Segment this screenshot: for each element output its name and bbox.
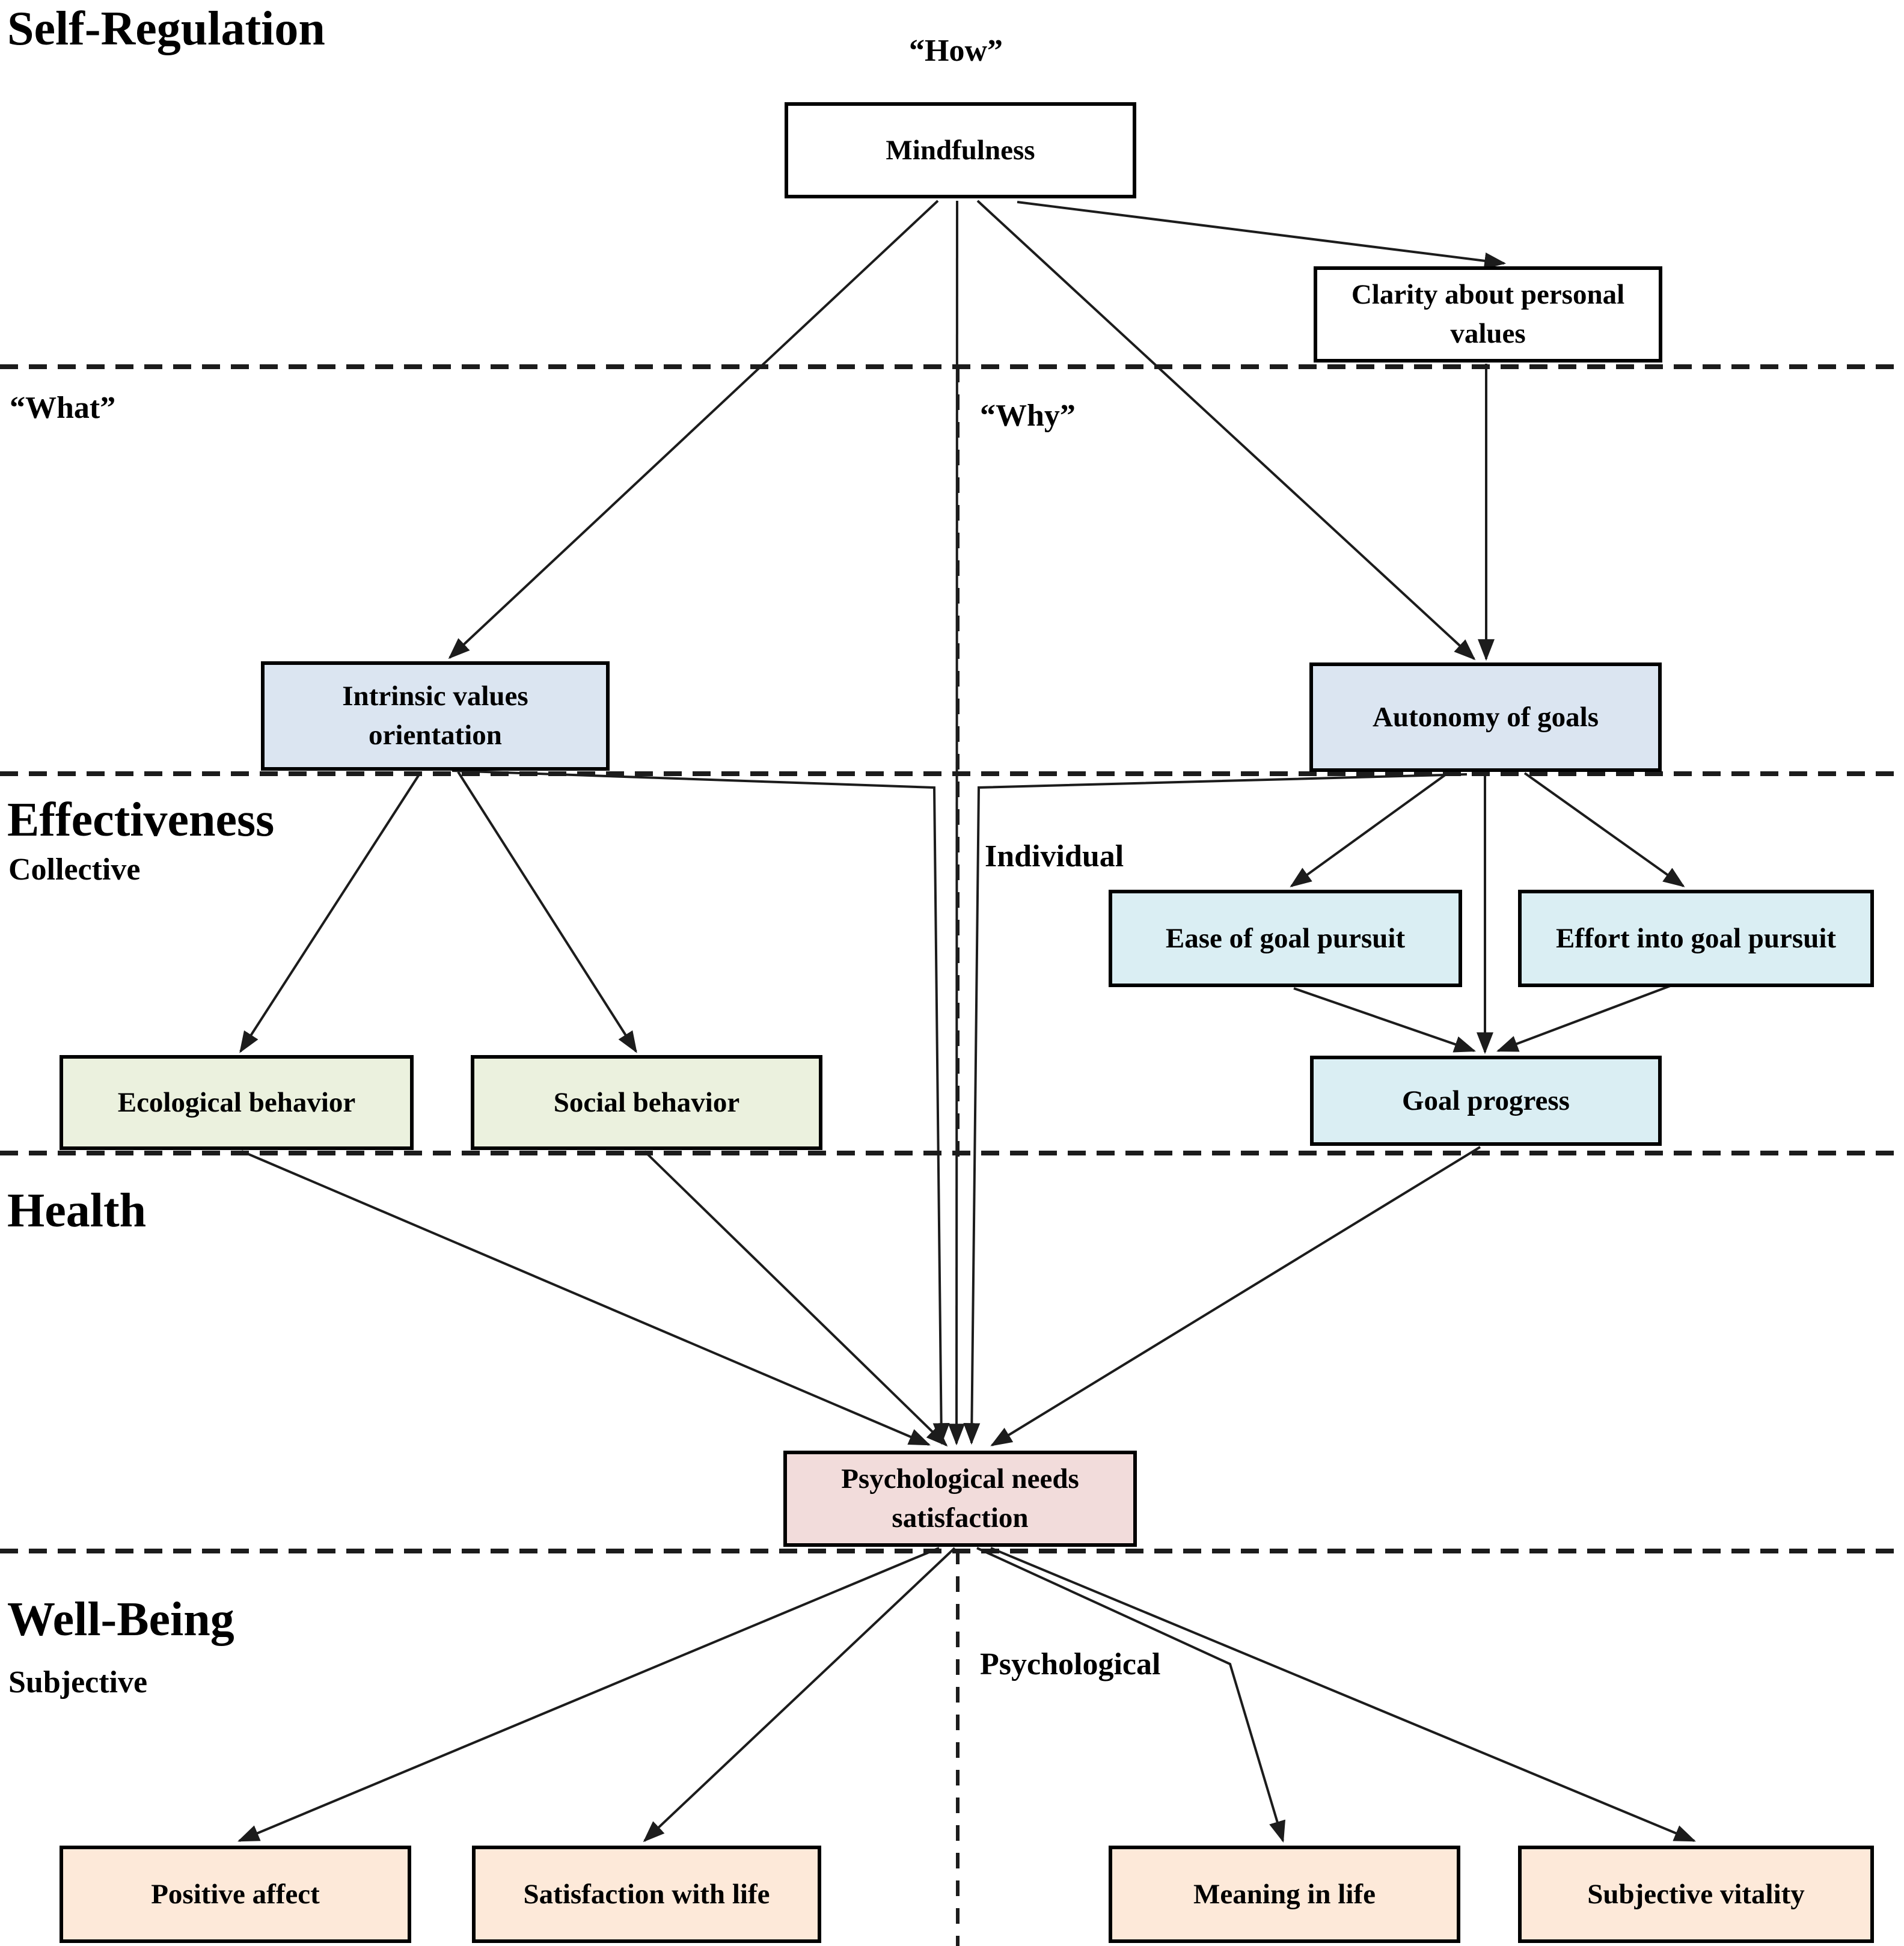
edge-goal-progress-to-psych-needs [990, 1146, 1481, 1446]
node-positive: Positive affect [60, 1846, 411, 1943]
node-meaning: Meaning in life [1109, 1846, 1460, 1943]
edge-arrows [237, 200, 1696, 1843]
edge-psych-needs-to-satisfaction [643, 1547, 956, 1843]
edge-intrinsic-to-social [457, 771, 637, 1053]
node-mindfulness: Mindfulness [785, 102, 1136, 198]
edge-mindfulness-to-clarity [1017, 201, 1507, 269]
node-effort: Effort into goal pursuit [1518, 890, 1874, 987]
node-label-positive: Positive affect [151, 1878, 320, 1910]
node-label-social: Social behavior [553, 1086, 740, 1118]
section-label-self-regulation: Self-Regulation [7, 2, 325, 55]
node-label-effort: Effort into goal pursuit [1555, 922, 1837, 954]
sub-label-why: “Why” [980, 399, 1076, 433]
node-psych-needs: Psychological needs satisfaction [783, 1451, 1137, 1547]
section-dividers [0, 364, 1904, 1946]
section-label-well-being: Well-Being [7, 1593, 234, 1646]
edge-effort-to-goal-progress [1496, 981, 1680, 1052]
node-vitality: Subjective vitality [1518, 1846, 1874, 1943]
edge-autonomy-to-effort [1523, 772, 1685, 887]
node-label-meaning: Meaning in life [1193, 1878, 1376, 1910]
sub-label-how: “How” [909, 34, 1003, 68]
section-label-effectiveness: Effectiveness [7, 794, 275, 846]
node-satisfaction: Satisfaction with life [472, 1846, 821, 1943]
node-label-vitality: Subjective vitality [1587, 1878, 1805, 1910]
edge-ecological-to-psych-needs [241, 1150, 931, 1446]
edge-psych-needs-to-meaning [976, 1547, 1286, 1843]
edge-psych-needs-to-vitality [990, 1547, 1696, 1842]
sub-label-subjective: Subjective [8, 1665, 148, 1700]
node-autonomy: Autonomy of goals [1309, 662, 1662, 772]
edge-mindfulness-to-intrinsic [448, 200, 939, 659]
edge-ease-to-goal-progress [1293, 987, 1477, 1053]
edge-autonomy-to-ease [1290, 772, 1449, 887]
node-label-satisfaction: Satisfaction with life [523, 1878, 770, 1910]
edge-social-to-psych-needs [643, 1150, 948, 1447]
node-label-ease: Ease of goal pursuit [1165, 922, 1406, 954]
node-social: Social behavior [471, 1055, 822, 1150]
node-label-goal-progress: Goal progress [1402, 1085, 1570, 1116]
node-ease: Ease of goal pursuit [1109, 890, 1462, 987]
edge-intrinsic-to-ecological [239, 771, 422, 1053]
node-ecological: Ecological behavior [60, 1055, 414, 1150]
sub-label-psychological: Psychological [980, 1647, 1161, 1681]
node-label-mindfulness: Mindfulness [886, 134, 1035, 166]
node-clarity: Clarity about personal values [1314, 266, 1662, 363]
node-label-autonomy: Autonomy of goals [1372, 701, 1599, 733]
node-goal-progress: Goal progress [1310, 1056, 1662, 1146]
node-label-ecological: Ecological behavior [117, 1086, 356, 1118]
node-intrinsic: Intrinsic values orientation [261, 661, 610, 771]
section-label-health: Health [7, 1184, 147, 1237]
edge-intrinsic-to-psych-needs [452, 770, 950, 1445]
edge-mindfulness-to-autonomy [976, 200, 1476, 661]
edge-psych-needs-to-positive [237, 1547, 940, 1842]
sub-label-collective: Collective [8, 852, 141, 887]
sub-label-individual: Individual [985, 839, 1124, 874]
node-label-psych-needs: Psychological needs satisfaction [841, 1463, 1079, 1534]
sub-label-what: “What” [10, 391, 116, 425]
node-label-clarity: Clarity about personal values [1351, 279, 1625, 349]
edge-autonomy-to-psych-needs [963, 773, 1468, 1445]
node-label-intrinsic: Intrinsic values orientation [342, 681, 528, 751]
